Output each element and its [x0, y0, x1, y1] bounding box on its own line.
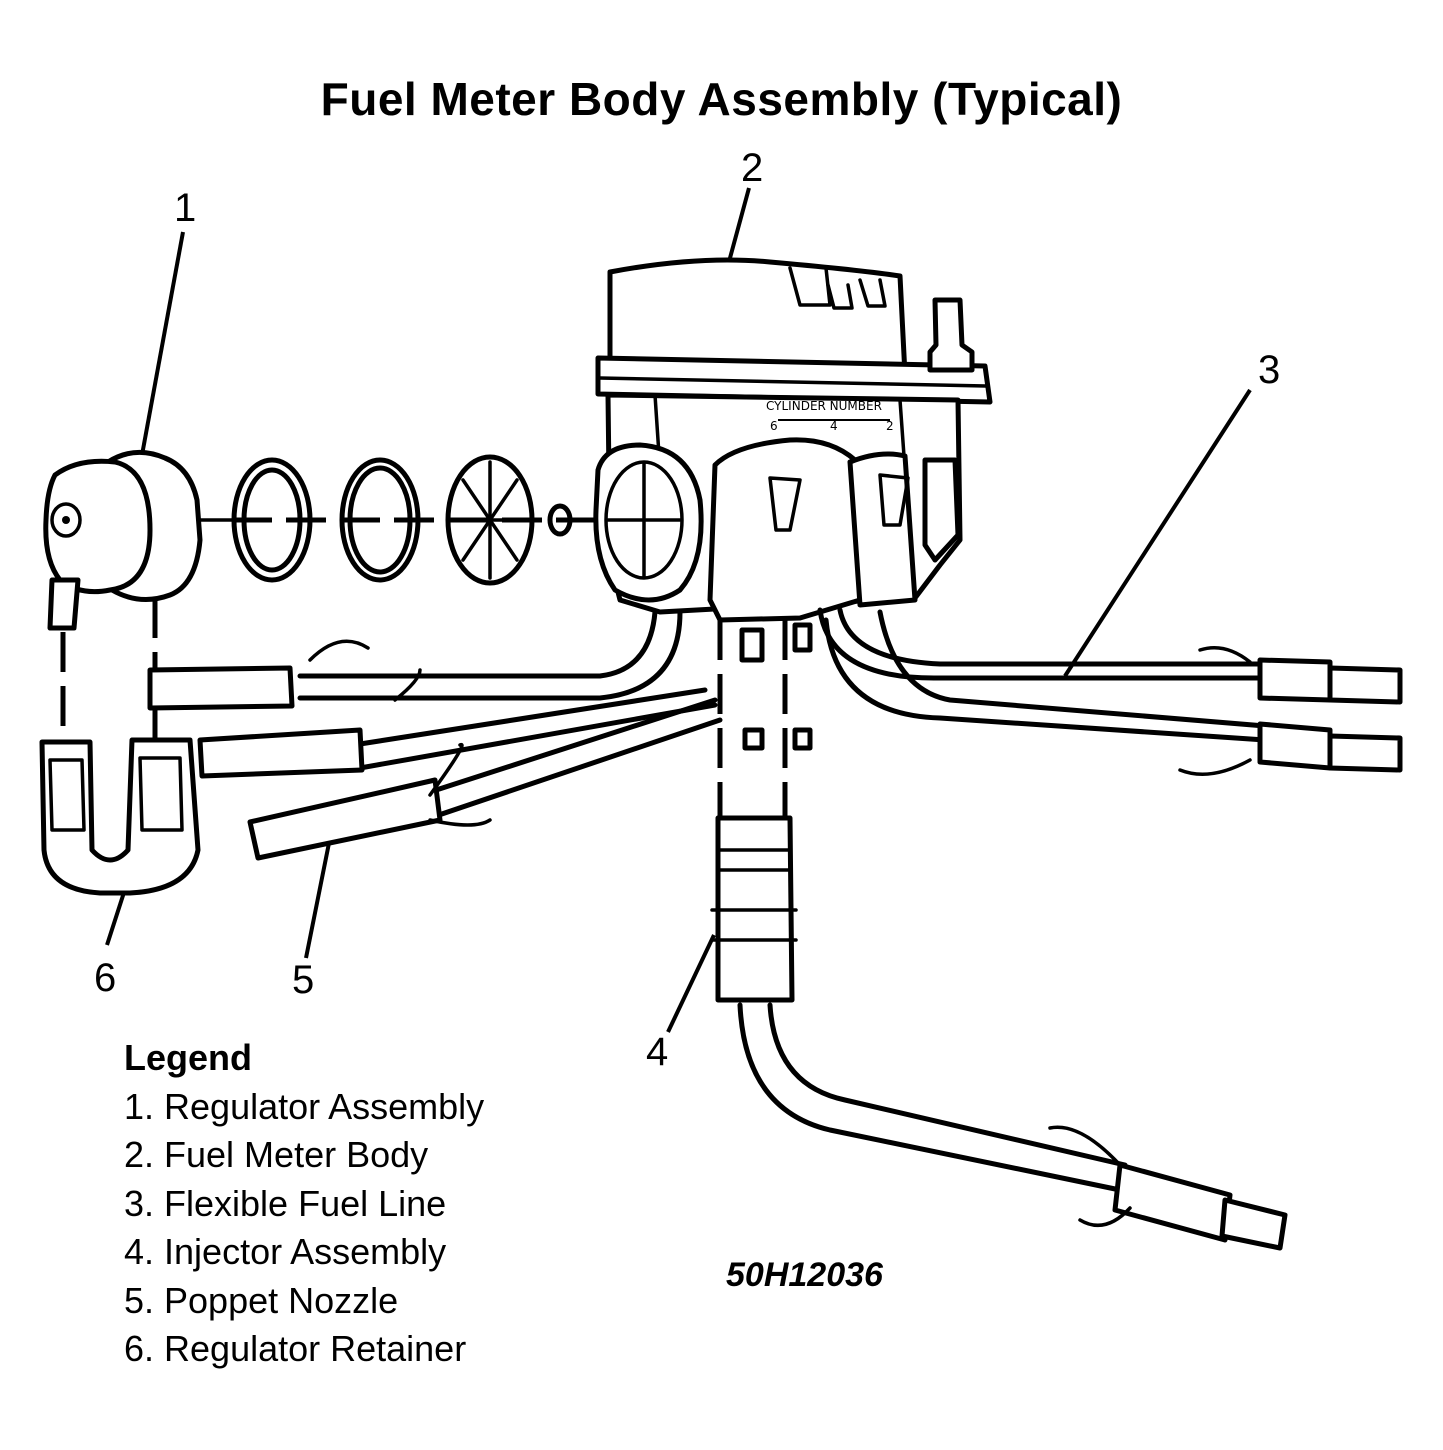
callout-1: 1 [174, 186, 197, 230]
legend-item-6: 6. Regulator Retainer [124, 1328, 467, 1369]
fuel-meter-body-drawing: CYLINDER NUMBER 6 4 2 [593, 257, 993, 623]
cylinder-number-2: 2 [886, 419, 894, 433]
cylinder-number-6: 6 [770, 419, 778, 433]
fuel-lines-left-drawing [147, 609, 723, 861]
regulator-retainer-drawing [39, 737, 201, 896]
figure-code: 50H12036 [726, 1256, 883, 1294]
legend-heading: Legend [124, 1037, 253, 1078]
legend: Legend 1. Regulator Assembly 2. Fuel Met… [124, 1034, 484, 1374]
legend-item-5: 5. Poppet Nozzle [124, 1279, 399, 1321]
fuel-lines-right-drawing [817, 607, 1403, 776]
legend-item-4: 4. Injector Assembly [124, 1231, 447, 1272]
callout-4: 4 [646, 1030, 669, 1074]
callout-2: 2 [741, 146, 764, 190]
regulator-assembly-drawing [43, 449, 234, 742]
cylinder-number-label: CYLINDER NUMBER [766, 399, 882, 413]
legend-item-3: 3. Flexible Fuel Line [124, 1182, 447, 1224]
callout-5: 5 [292, 958, 315, 1002]
injector-assembly-drawing [710, 620, 1288, 1251]
callout-6: 6 [94, 956, 117, 1000]
leader-lines [105, 187, 1252, 1033]
callout-3: 3 [1258, 348, 1281, 392]
diagram-title: Fuel Meter Body Assembly (Typical) [320, 73, 1123, 125]
seals-and-filter-drawing [231, 454, 665, 586]
legend-item-1: 1. Regulator Assembly [124, 1085, 485, 1127]
legend-item-2: 2. Fuel Meter Body [124, 1134, 429, 1175]
cylinder-number-4: 4 [830, 419, 838, 433]
